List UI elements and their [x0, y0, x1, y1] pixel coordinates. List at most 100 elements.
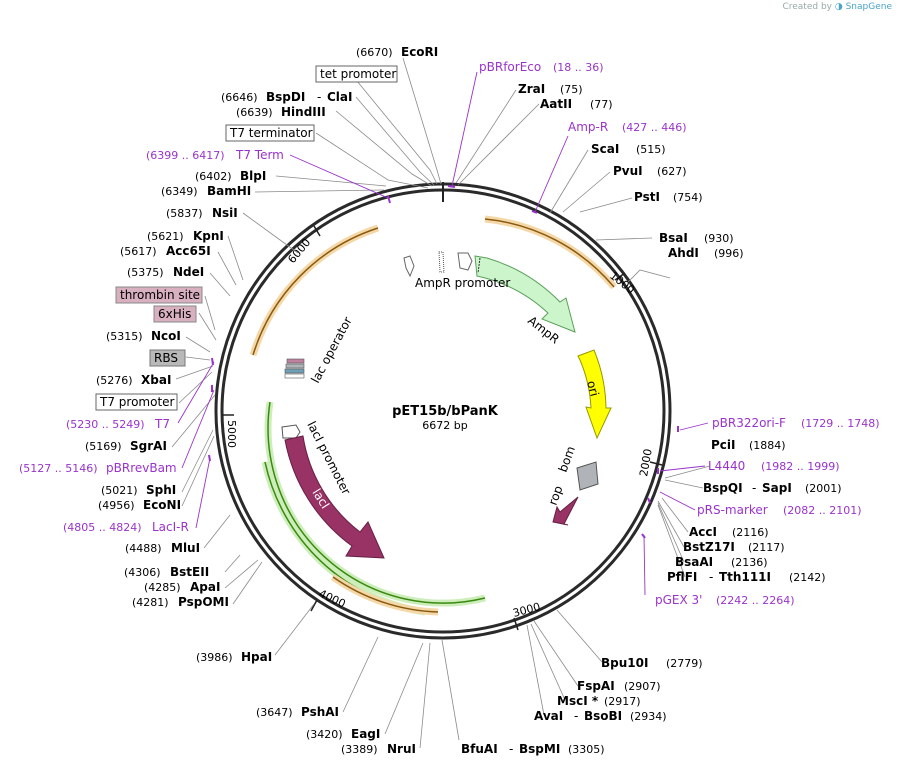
site-ahdi[interactable]: AhdI — [668, 246, 699, 260]
tick-3000 — [513, 617, 519, 631]
site-pos-bsai: (930) — [704, 232, 734, 245]
site-pos-pbr322ori-f: (1729 .. 1748) — [801, 417, 880, 430]
plasmid-name: pET15b/bPanK — [392, 404, 499, 419]
site-pos-scai: (515) — [636, 143, 666, 156]
credit-prefix: Created by — [782, 2, 832, 12]
site-sapi[interactable]: SapI — [762, 481, 792, 495]
site-msci[interactable]: MscI * — [557, 694, 599, 708]
feature-ori[interactable] — [577, 349, 612, 440]
site-nrui[interactable]: NruI — [387, 742, 416, 756]
feature-lac-op-4[interactable] — [284, 373, 305, 379]
site-prs-marker[interactable]: pRS-marker — [697, 503, 768, 517]
site-kpni[interactable]: KpnI — [193, 229, 224, 243]
site-pos-bsteii: (4306) — [124, 566, 161, 579]
orf-arc-2-line — [252, 227, 379, 356]
site-l4440[interactable]: L4440 — [708, 459, 745, 473]
leader-lines — [171, 57, 711, 749]
site-pos-apai: (4285) — [144, 581, 181, 594]
site-pspomi[interactable]: PspOMI — [178, 595, 229, 609]
feature-lac-op-1[interactable] — [286, 358, 305, 364]
site-pos-bspdi: (6646) — [221, 91, 258, 104]
site-pvui[interactable]: PvuI — [613, 164, 643, 178]
site-pbrforeco[interactable]: pBRforEco — [479, 60, 541, 74]
label-rop: rop — [546, 484, 566, 507]
tick-label-5000: 5000 — [225, 420, 238, 448]
box-thrombin — [115, 286, 203, 304]
site-avai[interactable]: AvaI — [534, 709, 563, 723]
site-pshai[interactable]: PshAI — [301, 705, 339, 719]
feature-lac-op-3[interactable] — [284, 368, 305, 374]
site-acc65i[interactable]: Acc65I — [166, 244, 211, 258]
feature-ampr[interactable] — [474, 255, 576, 333]
site-bpu10i[interactable]: Bpu10I — [601, 656, 648, 670]
site-laci-r[interactable]: LacI-R — [152, 520, 189, 534]
feature-small-promoter[interactable] — [403, 255, 415, 278]
feature-bom[interactable] — [576, 461, 599, 491]
site-bspmi[interactable]: BspMI — [519, 742, 560, 756]
site-pbr322ori-f[interactable]: pBR322ori-F — [712, 416, 786, 430]
site-pbrrevbam[interactable]: pBRrevBam — [106, 461, 177, 475]
site-sgrai[interactable]: SgrAI — [130, 439, 167, 453]
site-aatii[interactable]: AatII — [540, 97, 572, 111]
site-hindiii[interactable]: HindIII — [281, 105, 326, 119]
site-tet-promoter[interactable]: tet promoter — [320, 67, 396, 81]
site-bfuai[interactable]: BfuAI — [461, 742, 498, 756]
feature-ampr-promoter[interactable] — [457, 252, 473, 271]
tick-2000 — [649, 461, 663, 466]
site-bsteii[interactable]: BstEII — [170, 565, 209, 579]
site-fspai[interactable]: FspAI — [577, 679, 615, 693]
site-bsobi[interactable]: BsoBI — [584, 709, 622, 723]
orf-arc-3 — [264, 401, 486, 607]
snapgene-logo: ◑ — [834, 2, 846, 12]
site-ecori[interactable]: EcoRI — [401, 45, 438, 59]
site-sep-bfuai: - — [509, 742, 513, 756]
site-pos-t7: (5230 .. 5249) — [66, 418, 145, 431]
label-bom: bom — [556, 444, 578, 474]
site-rbs[interactable]: RBS — [154, 351, 178, 365]
site-t7-terminator[interactable]: T7 terminator — [229, 126, 313, 140]
site-econi[interactable]: EcoNI — [143, 498, 181, 512]
site-mlui[interactable]: MluI — [171, 541, 200, 555]
site-psti[interactable]: PstI — [634, 190, 660, 204]
site-eagi[interactable]: EagI — [351, 727, 380, 741]
box-t7-promoter — [95, 393, 178, 411]
feature-lac-op-2[interactable] — [285, 363, 305, 369]
site-pcii[interactable]: PciI — [711, 438, 736, 452]
site-t7-promoter[interactable]: T7 promoter — [99, 395, 175, 409]
site-t7[interactable]: T7 — [154, 417, 170, 431]
site-ndei[interactable]: NdeI — [173, 265, 204, 279]
box-6xhis — [153, 305, 197, 323]
site-hpai[interactable]: HpaI — [241, 650, 272, 664]
site-apai[interactable]: ApaI — [190, 580, 220, 594]
site-bamhi[interactable]: BamHI — [207, 184, 251, 198]
site-scai[interactable]: ScaI — [591, 142, 619, 156]
feature-laci-promoter[interactable] — [281, 424, 301, 439]
site-sphi[interactable]: SphI — [146, 483, 176, 497]
site-sep-bspqi: - — [752, 481, 756, 495]
site-thrombin[interactable]: thrombin site — [120, 288, 200, 302]
feature-terminator[interactable] — [438, 251, 445, 273]
site-ncoi[interactable]: NcoI — [151, 329, 181, 343]
site-nsii[interactable]: NsiI — [212, 206, 238, 220]
orf-arc-1-line — [484, 218, 615, 288]
site-bstz17i[interactable]: BstZ17I — [683, 540, 735, 554]
site-acci[interactable]: AccI — [689, 525, 717, 539]
label-ori: ori — [584, 379, 602, 398]
site-amp-r[interactable]: Amp-R — [568, 120, 608, 134]
site-pflfi[interactable]: PflFI — [667, 570, 697, 584]
site-t7term[interactable]: T7 Term — [235, 148, 284, 162]
site-6xhis[interactable]: 6xHis — [158, 307, 191, 321]
site-zrai[interactable]: ZraI — [518, 82, 545, 96]
site-tth111i[interactable]: Tth111I — [719, 570, 771, 584]
site-bsaai[interactable]: BsaAI — [675, 555, 713, 569]
site-pos-ndei: (5375) — [127, 266, 164, 279]
site-xbai[interactable]: XbaI — [141, 373, 171, 387]
site-blpi[interactable]: BlpI — [240, 169, 266, 183]
site-bspdi[interactable]: BspDI — [266, 90, 305, 104]
site-bsai[interactable]: BsaI — [659, 231, 688, 245]
feature-laci[interactable] — [284, 435, 385, 559]
site-pgex3[interactable]: pGEX 3' — [655, 593, 702, 607]
feature-rop[interactable] — [552, 496, 579, 526]
site-clai[interactable]: ClaI — [327, 90, 352, 104]
site-bspqi[interactable]: BspQI — [703, 481, 743, 495]
